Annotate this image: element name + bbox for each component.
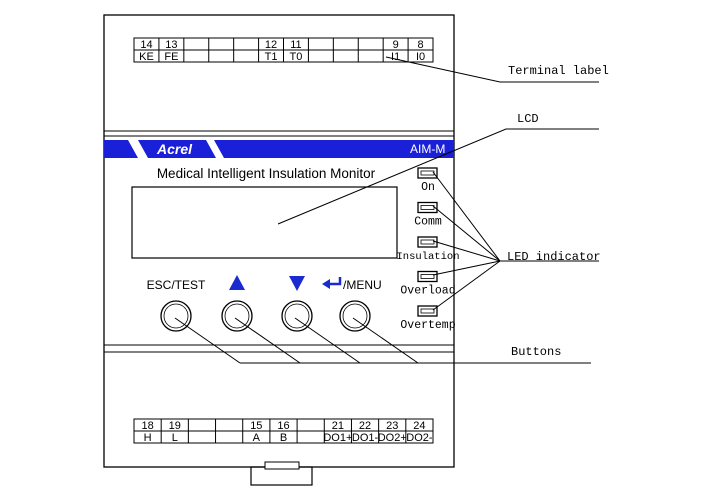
terminal-number: 19 — [169, 420, 181, 432]
led-on — [417, 167, 438, 179]
terminal-name: DO1- — [352, 432, 379, 444]
leader-lines — [174, 56, 599, 364]
terminal-name: A — [253, 432, 261, 444]
led-comm — [417, 201, 438, 214]
din-rail-clip — [250, 466, 313, 486]
up-triangle-icon — [229, 275, 245, 290]
led-label: Insulation — [396, 251, 459, 263]
button-ring — [224, 303, 250, 329]
brand-band: Acrel AIM-M — [104, 140, 454, 158]
button-label: /MENU — [343, 278, 382, 292]
terminal-number: 9 — [393, 39, 399, 51]
led-label: Overload — [400, 285, 455, 298]
terminal-name: H — [144, 432, 152, 444]
terminal-name: KE — [139, 51, 154, 63]
button-face[interactable] — [160, 300, 192, 332]
button-face[interactable] — [281, 300, 313, 332]
button-ring — [284, 303, 310, 329]
terminal-number: 8 — [417, 39, 423, 51]
lcd-screen — [131, 186, 398, 259]
callout-terminal-label: Terminal label — [508, 64, 609, 78]
led-lens — [420, 274, 435, 279]
led-label: Comm — [414, 216, 442, 229]
terminal-number: 23 — [386, 420, 398, 432]
model-name: AIM-M — [410, 142, 445, 156]
button-face[interactable] — [221, 300, 253, 332]
device-title: Medical Intelligent Insulation Monitor — [157, 166, 376, 181]
callout-lcd: LCD — [517, 112, 539, 126]
button-enter-arrow-icon[interactable]: /MENU — [322, 277, 382, 332]
led-overtemp — [417, 305, 438, 317]
terminal-name: B — [280, 432, 287, 444]
button-face[interactable] — [339, 300, 371, 332]
led-lens — [420, 239, 435, 245]
led-lens — [420, 308, 435, 314]
led-label: On — [421, 181, 435, 194]
terminal-number: 24 — [413, 420, 425, 432]
terminal-number: 22 — [359, 420, 371, 432]
device-housing — [103, 14, 455, 468]
terminal-number: 16 — [277, 420, 289, 432]
led-label: Overtemp — [400, 319, 455, 332]
button-label: ESC/TEST — [147, 278, 206, 292]
terminal-number: 13 — [165, 39, 177, 51]
led-lens — [420, 205, 435, 210]
terminal-name: I0 — [416, 51, 425, 63]
terminal-name: DO2- — [406, 432, 433, 444]
terminal-number: 15 — [250, 420, 262, 432]
terminal-number: 14 — [140, 39, 152, 51]
led-overload — [417, 270, 438, 283]
terminal-number: 21 — [332, 420, 344, 432]
enter-arrow-icon — [328, 277, 342, 286]
callout-buttons: Buttons — [511, 345, 561, 359]
terminal-number: 18 — [141, 420, 153, 432]
terminal-name: I1 — [391, 51, 400, 63]
button-panel: ESC/TEST/MENU — [147, 275, 382, 332]
button-ring — [163, 303, 189, 329]
terminal-name: DO1+ — [323, 432, 352, 444]
button-up-triangle-icon[interactable] — [221, 275, 253, 332]
brand-logo: Acrel — [156, 141, 193, 157]
terminal-name: DO2+ — [378, 432, 407, 444]
terminal-name: T0 — [290, 51, 303, 63]
terminal-name: L — [172, 432, 178, 444]
button-ring — [342, 303, 368, 329]
button-esc-test[interactable]: ESC/TEST — [147, 278, 206, 332]
button-down-triangle-icon[interactable] — [281, 276, 313, 332]
terminal-name: T1 — [265, 51, 278, 63]
terminal-number: 12 — [265, 39, 277, 51]
terminal-name: FE — [164, 51, 178, 63]
down-triangle-icon — [289, 276, 305, 291]
terminal-number: 11 — [290, 39, 301, 51]
callout-led-indicator: LED indicator — [507, 250, 601, 264]
